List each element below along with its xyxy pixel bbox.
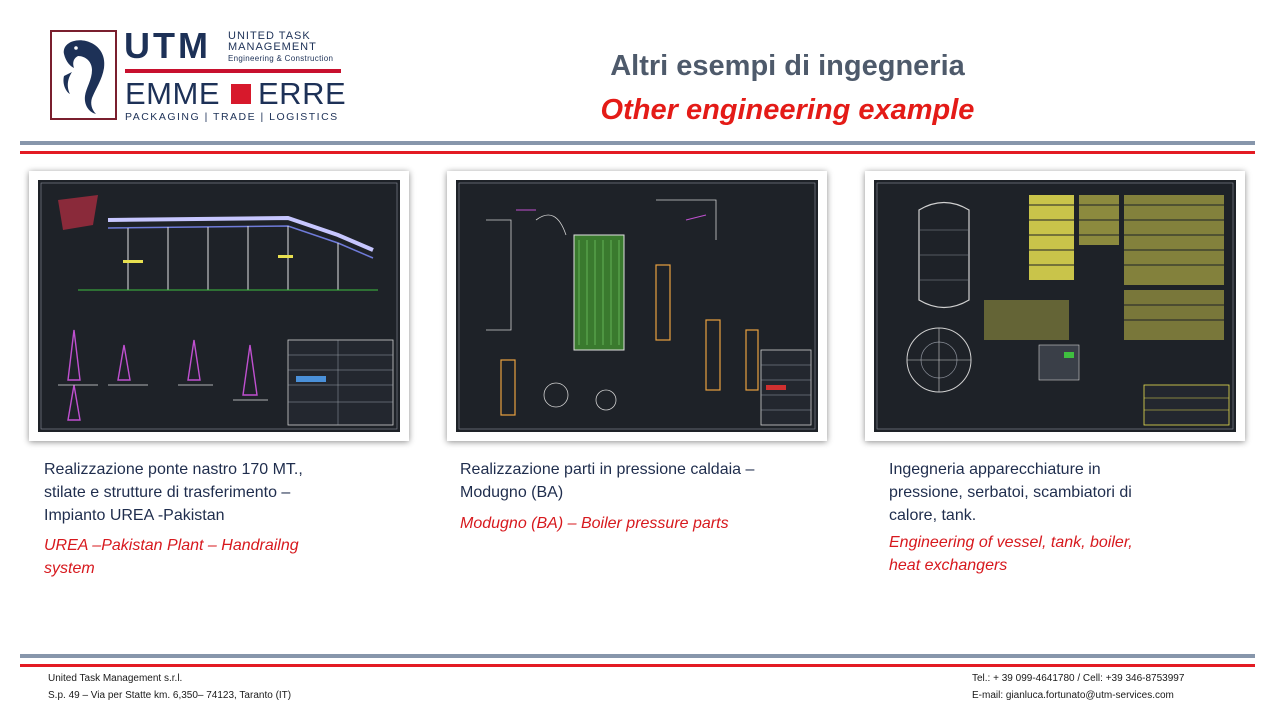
drawing-card-conveyor	[29, 171, 409, 441]
caption-vessel-it: Ingegneria apparecchiature in pressione,…	[889, 461, 1132, 524]
footer-email: E-mail: gianluca.fortunato@utm-services.…	[972, 690, 1174, 701]
page-subtitle: Other engineering example	[600, 94, 975, 126]
footer-phone: Tel.: + 39 099-4641780 / Cell: +39 346-8…	[972, 673, 1185, 684]
header-divider-grey	[20, 141, 1255, 145]
conveyor-drawing-image	[38, 180, 400, 432]
footer-divider-grey	[20, 654, 1255, 658]
page-title: Altri esempi di ingegneria	[610, 50, 965, 82]
logo-services: PACKAGING | TRADE | LOGISTICS	[125, 111, 339, 123]
caption-conveyor-en: UREA –Pakistan Plant – Handrailng system	[44, 537, 299, 577]
caption-boiler-it: Realizzazione parti in pressione caldaia…	[460, 461, 755, 501]
drawing-card-boiler	[447, 171, 827, 441]
logo-tagline: UNITED TASK MANAGEMENT Engineering & Con…	[228, 31, 333, 64]
logo-divider	[125, 69, 341, 73]
boiler-drawing-image	[456, 180, 818, 432]
logo-tagline-line2: MANAGEMENT	[228, 41, 317, 53]
logo-red-square	[231, 84, 251, 104]
logo-erre: ERRE	[258, 76, 347, 111]
logo-utm: UTM	[124, 25, 211, 66]
caption-conveyor-it: Realizzazione ponte nastro 170 MT., stil…	[44, 461, 303, 524]
logo-emme: EMME	[125, 76, 220, 111]
caption-boiler-en: Modugno (BA) – Boiler pressure parts	[460, 515, 729, 532]
footer-address: S.p. 49 – Via per Statte km. 6,350– 7412…	[48, 690, 292, 701]
vessel-drawing-image	[874, 180, 1236, 432]
caption-vessel-en: Engineering of vessel, tank, boiler, hea…	[889, 534, 1133, 574]
footer-company: United Task Management s.r.l.	[48, 673, 183, 684]
dolphin-icon	[63, 40, 105, 114]
logo-tagline-line1: UNITED TASK	[228, 30, 311, 42]
header-divider-red	[20, 151, 1255, 154]
drawing-card-vessel	[865, 171, 1245, 441]
footer-divider-red	[20, 664, 1255, 667]
logo-tagline-line3: Engineering & Construction	[228, 54, 334, 63]
logo-dolphin-frame	[50, 30, 117, 120]
